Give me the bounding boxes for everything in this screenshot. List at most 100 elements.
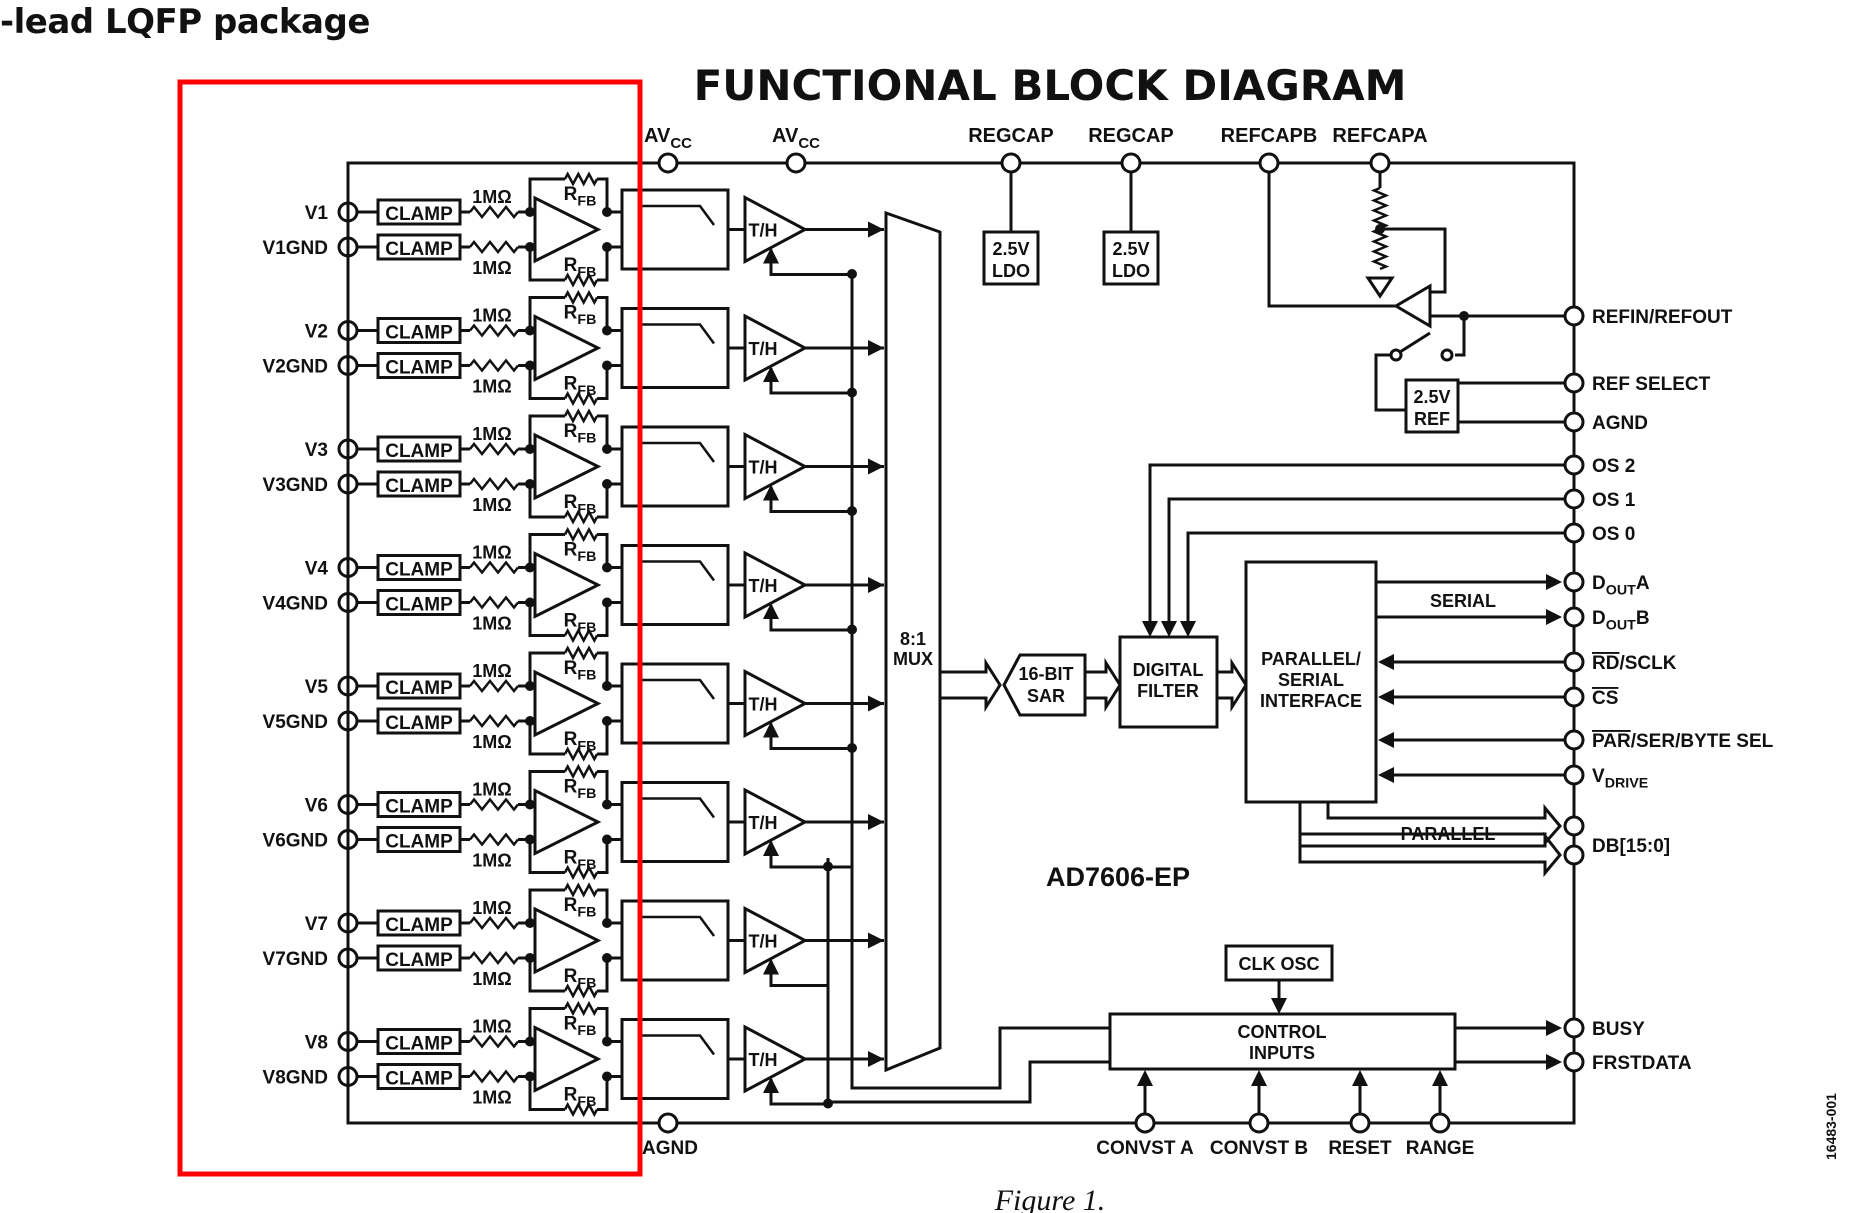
clamp-box xyxy=(376,791,462,818)
arrow-head xyxy=(1546,574,1562,590)
right-pin-connector[interactable] xyxy=(1563,651,1585,673)
mux-label: MUX xyxy=(893,649,933,669)
bottom-pin-connector[interactable] xyxy=(1134,1112,1156,1134)
right-pin-connector[interactable] xyxy=(1563,1051,1585,1073)
bottom-pin-label: RESET xyxy=(1328,1138,1392,1159)
bottom-pin-3: CONVST B xyxy=(1210,1070,1308,1159)
clamp-box xyxy=(376,826,462,853)
right-pin-connector[interactable] xyxy=(1563,571,1585,593)
wire xyxy=(528,296,565,331)
resistor-icon xyxy=(469,950,519,966)
track-hold-icon xyxy=(743,1024,809,1094)
top-pin-connector[interactable] xyxy=(1120,152,1142,174)
clamp-label: CLAMP xyxy=(385,915,453,936)
wire xyxy=(769,842,852,869)
right-pin-connector[interactable] xyxy=(1563,488,1585,510)
right-pin-connector[interactable] xyxy=(1563,606,1585,628)
clamp-label: CLAMP xyxy=(385,797,453,818)
rfb-label: RFB xyxy=(564,1014,597,1040)
resistor-icon xyxy=(469,797,519,812)
resistor-icon xyxy=(563,390,599,407)
right-pin-14: BUSY xyxy=(1563,1017,1645,1040)
channel-pin-label: V1 xyxy=(305,203,329,224)
opamp-icon xyxy=(533,669,602,738)
clamp-label: CLAMP xyxy=(385,560,453,581)
bottom-pin-connector[interactable] xyxy=(1429,1112,1451,1134)
db-bus-pin[interactable] xyxy=(1563,815,1585,837)
rfb-label: RFB xyxy=(564,374,597,400)
db-bus-pin[interactable] xyxy=(1563,844,1585,866)
top-pin-connector[interactable] xyxy=(657,152,679,174)
ref-box xyxy=(1404,378,1460,434)
arrow-head xyxy=(868,577,884,593)
section-heading: -lead LQFP package xyxy=(0,2,370,42)
resistor-icon xyxy=(563,408,599,424)
wire xyxy=(597,177,609,212)
wire xyxy=(528,1076,565,1111)
right-pin-3: AGND xyxy=(1563,411,1648,434)
bottom-pin-connector[interactable] xyxy=(1349,1112,1371,1134)
wire xyxy=(528,721,565,756)
sar-label: 16-BIT xyxy=(1018,664,1073,684)
wire xyxy=(597,414,609,449)
right-pin-connector[interactable] xyxy=(1563,686,1585,708)
resistor-icon xyxy=(563,1000,599,1017)
clamp-box xyxy=(376,470,462,498)
right-pin-7: DOUTA xyxy=(1563,571,1650,599)
top-pin-label: REGCAP xyxy=(968,125,1054,147)
right-pin-connector[interactable] xyxy=(1563,522,1585,544)
right-pin-2: REF SELECT xyxy=(1563,372,1711,395)
top-pin-connector[interactable] xyxy=(1369,152,1391,174)
right-pin-label: AGND xyxy=(1592,413,1648,434)
clamp-label: CLAMP xyxy=(385,323,453,344)
clamp-label: CLAMP xyxy=(385,204,453,225)
top-pin-connector[interactable] xyxy=(785,152,807,174)
lowpass-icon xyxy=(640,797,716,819)
right-pin-10: CS xyxy=(1563,686,1618,709)
wire xyxy=(597,839,609,874)
clamp-box xyxy=(376,317,462,344)
bottom-pin-connector[interactable] xyxy=(657,1112,679,1134)
arrow-head xyxy=(763,721,779,738)
wire xyxy=(528,1007,565,1042)
rfb-label: RFB xyxy=(564,848,597,874)
wire xyxy=(597,1007,609,1042)
resistor-icon xyxy=(563,509,599,525)
right-pin-connector[interactable] xyxy=(1563,729,1585,751)
right-pin-6: OS 0 xyxy=(1563,522,1635,545)
top-pin-connector[interactable] xyxy=(1000,152,1022,174)
track-hold-label: T/H xyxy=(749,695,778,715)
right-pin-label: OS 0 xyxy=(1592,524,1635,545)
right-pin-connector[interactable] xyxy=(1563,764,1585,786)
right-pin-connector[interactable] xyxy=(1563,411,1585,433)
resistor-icon xyxy=(469,239,519,255)
rfb-label: RFB xyxy=(564,540,597,566)
right-pin-connector[interactable] xyxy=(1563,1017,1585,1039)
right-pin-connector[interactable] xyxy=(1563,305,1585,327)
right-pin-connector[interactable] xyxy=(1563,372,1585,394)
channel-pin-label: V2GND xyxy=(263,357,328,378)
resistor-icon xyxy=(563,289,599,306)
arrow-head xyxy=(1378,767,1394,783)
top-pin-label: AVCC xyxy=(772,125,820,152)
top-pin-label: REFCAPA xyxy=(1332,125,1427,147)
resistor-icon xyxy=(563,864,599,881)
resistor-icon xyxy=(563,526,599,543)
digital-filter-label: FILTER xyxy=(1137,681,1199,701)
wire xyxy=(528,839,565,874)
right-pin-connector[interactable] xyxy=(1563,454,1585,476)
top-pin-connector[interactable] xyxy=(1258,152,1280,174)
junction-dot xyxy=(847,387,857,398)
wire xyxy=(1380,227,1447,294)
clamp-label: CLAMP xyxy=(385,832,453,853)
wire xyxy=(528,958,565,993)
resistor-icon xyxy=(563,645,599,661)
arrow-head xyxy=(868,458,884,475)
clamp-box xyxy=(376,233,462,261)
arrow-head xyxy=(1180,621,1196,637)
bottom-pin-connector[interactable] xyxy=(1248,1112,1270,1134)
digital-filter-block xyxy=(1118,635,1219,729)
